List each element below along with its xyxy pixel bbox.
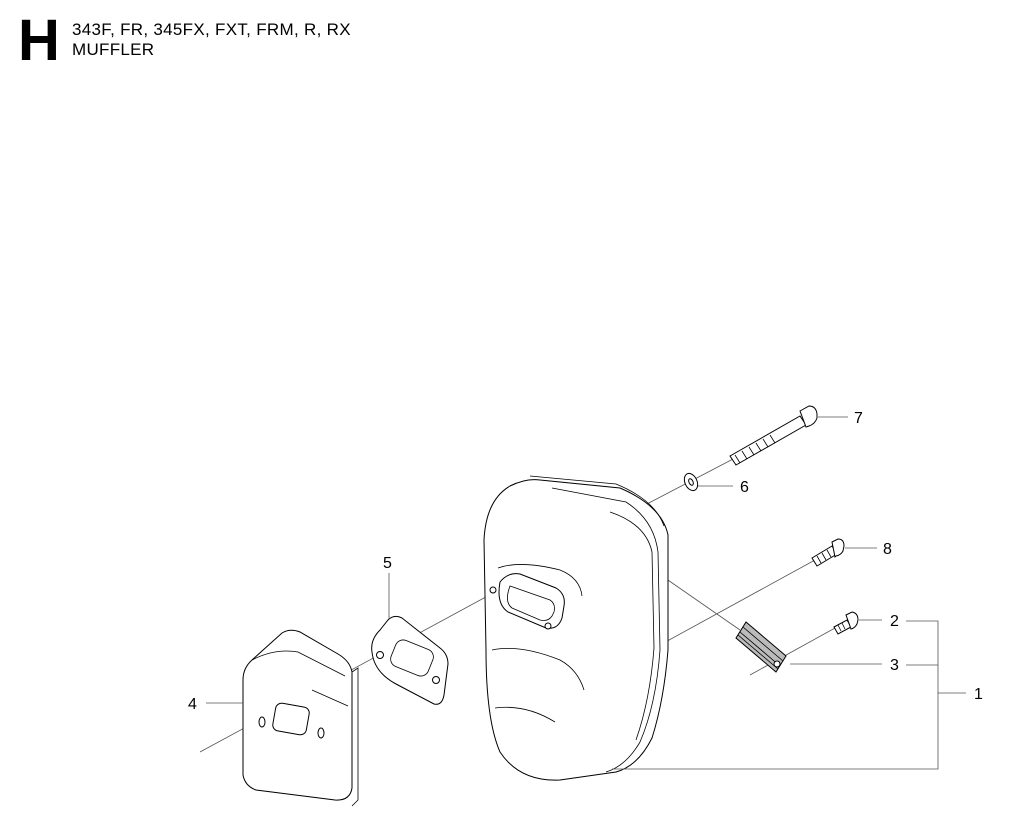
bracket-1	[612, 620, 939, 770]
washer	[683, 472, 699, 492]
muffler-body	[483, 475, 669, 781]
page-header: 343F, FR, 345FX, FXT, FRM, R, RX MUFFLER	[72, 20, 351, 60]
model-list: 343F, FR, 345FX, FXT, FRM, R, RX	[72, 20, 351, 39]
axis-line-bolt-8	[659, 559, 816, 646]
gasket	[371, 615, 449, 705]
callout-8: 8	[883, 541, 892, 558]
callout-2: 2	[890, 613, 899, 630]
callout-3: 3	[890, 657, 899, 674]
callout-5: 5	[383, 555, 392, 572]
callout-7: 7	[854, 410, 863, 427]
heat-shield	[242, 629, 359, 807]
page-title: MUFFLER	[72, 40, 155, 59]
spark-arrestor-screen	[735, 621, 787, 673]
screw	[833, 611, 859, 635]
axis-line-screw-2	[749, 627, 836, 676]
short-bolt	[811, 538, 845, 567]
callout-6: 6	[740, 479, 749, 496]
long-bolt	[729, 405, 818, 466]
callout-4: 4	[188, 696, 197, 713]
axis-line-plate-3	[664, 577, 741, 631]
section-letter: H	[18, 8, 60, 73]
callout-1: 1	[974, 686, 983, 703]
